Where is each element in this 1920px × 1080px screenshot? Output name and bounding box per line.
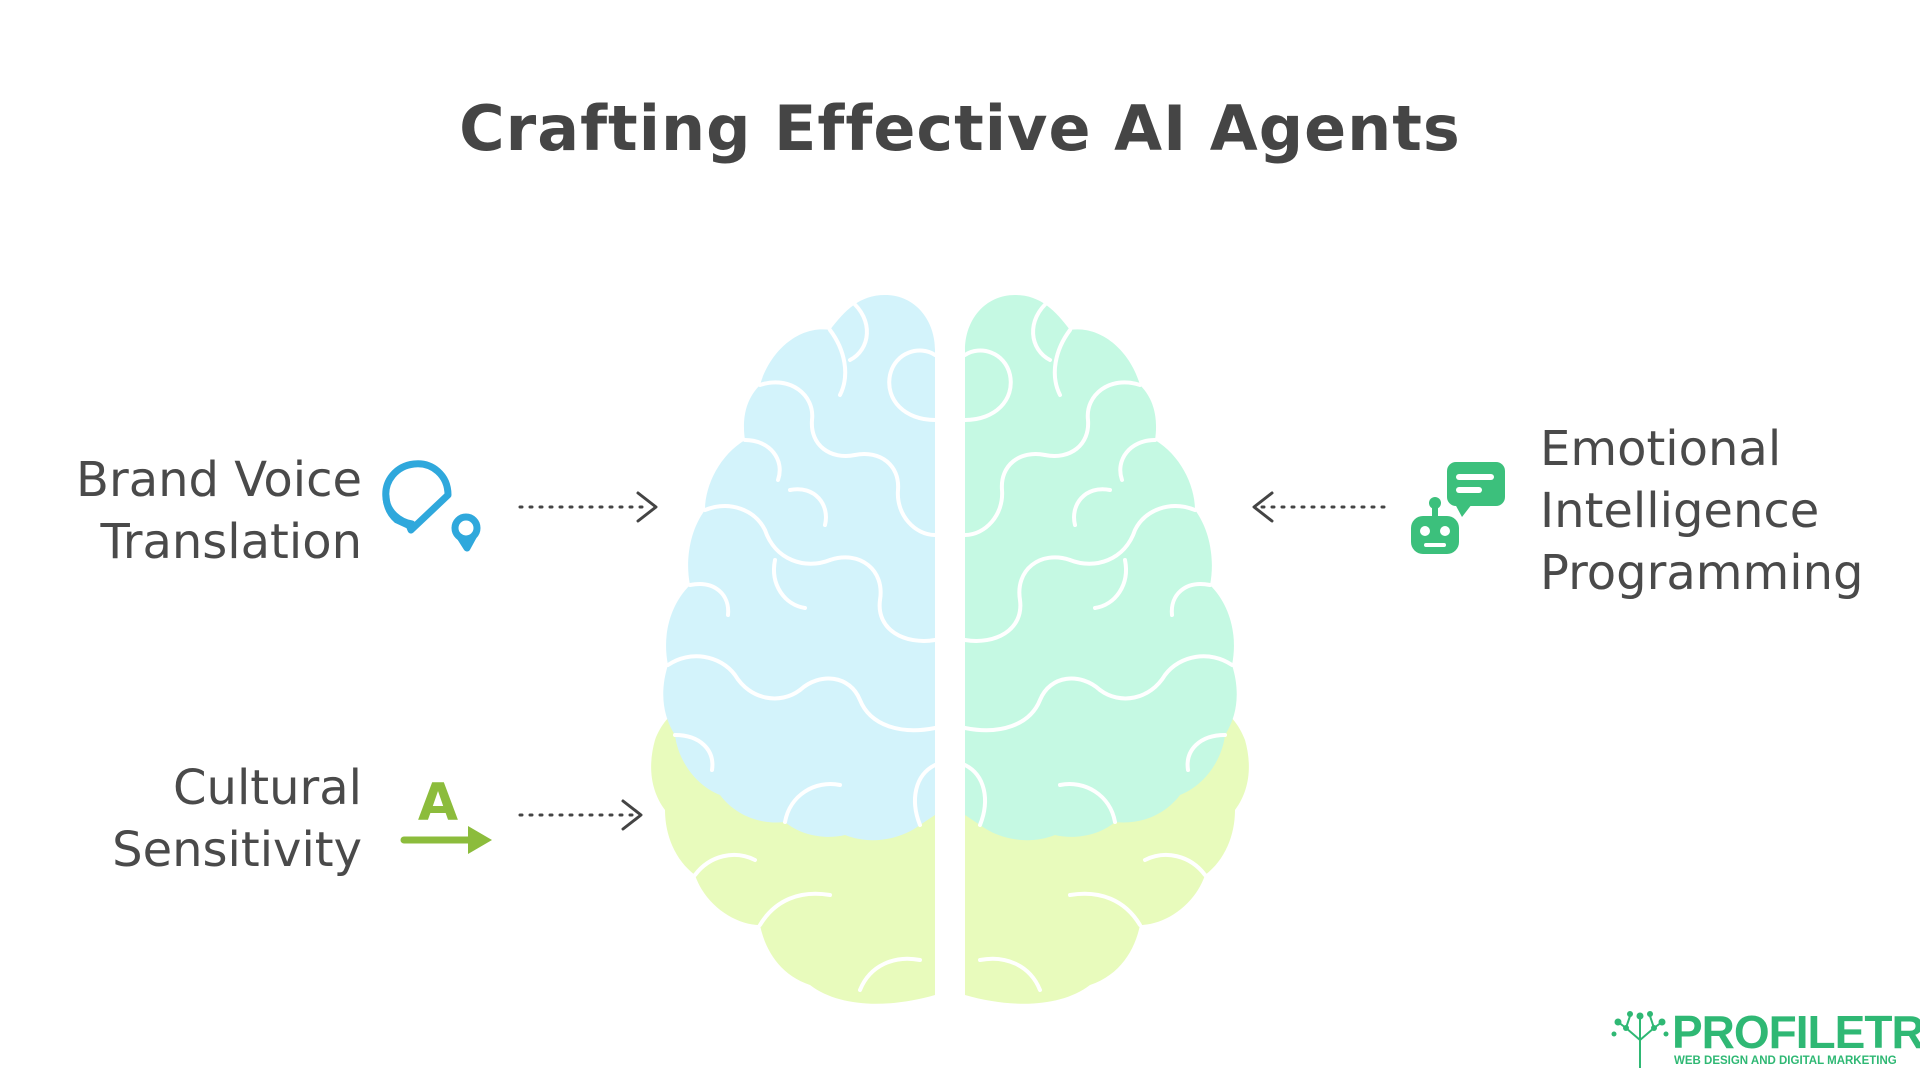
- logo-name: PROFILETREE: [1672, 1006, 1920, 1058]
- bottom-lobe-folds: [693, 853, 1207, 992]
- brain-right-hemisphere: [965, 295, 1237, 841]
- translate-arrow-icon: A: [400, 773, 492, 854]
- profiletree-logo: PROFILETREE WEB DESIGN AND DIGITAL MARKE…: [1610, 1008, 1920, 1070]
- diagram-title: Crafting Effective AI Agents: [459, 92, 1461, 165]
- arrow-cultural-sensitivity: [518, 799, 643, 831]
- label-cultural-sensitivity: Cultural Sensitivity: [112, 760, 362, 878]
- tree-logo-icon: [1611, 1011, 1669, 1068]
- robot-chat-icon: [1411, 462, 1505, 554]
- logo-tagline: WEB DESIGN AND DIGITAL MARKETING: [1674, 1055, 1897, 1067]
- right-brain-folds: [963, 298, 1234, 827]
- translate-letter: A: [418, 773, 458, 833]
- arrow-emotional-intelligence: [1252, 491, 1387, 523]
- left-brain-folds: [666, 298, 937, 827]
- arrow-brand-voice: [518, 491, 658, 523]
- speech-bubble-icon: [382, 460, 481, 552]
- label-brand-voice: Brand Voice Translation: [76, 452, 362, 570]
- brain-left-hemisphere: [663, 295, 935, 841]
- label-emotional-intelligence: Emotional Intelligence Programming: [1540, 421, 1864, 601]
